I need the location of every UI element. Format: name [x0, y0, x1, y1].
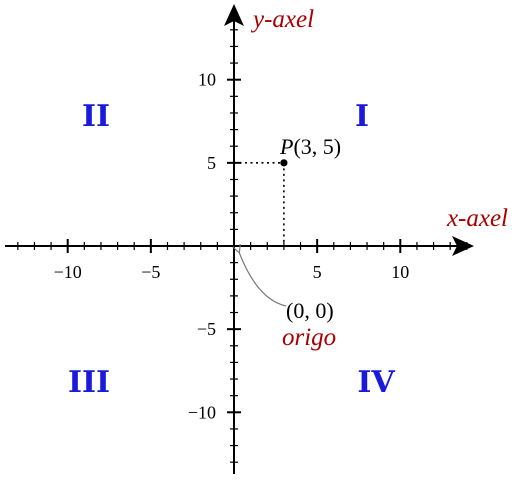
- origin-label: origo: [282, 324, 336, 351]
- point-p-label: P(3, 5): [279, 134, 341, 159]
- point-p-coords: (3, 5): [293, 134, 341, 159]
- x-tick-label: 10: [391, 262, 409, 282]
- y-axis-label: y-axel: [250, 6, 314, 33]
- quadrant-iv-label: IV: [357, 365, 395, 400]
- x-tick-label: 5: [313, 262, 322, 282]
- y-tick-label: 5: [207, 153, 216, 173]
- x-axis-label: x-axel: [446, 205, 508, 232]
- x-tick-labels: −10 −5 5 10: [54, 262, 410, 282]
- y-tick-labels: 10 5 −5 −10: [188, 70, 216, 423]
- x-tick-label: −5: [141, 262, 160, 282]
- quadrant-iii-label: III: [68, 365, 110, 400]
- minor-ticks: [17, 12, 468, 463]
- y-axis-arrowhead: [224, 4, 244, 26]
- x-tick-label: −10: [54, 262, 82, 282]
- y-tick-label: 10: [198, 70, 216, 90]
- point-p-marker: [280, 159, 288, 167]
- origin-pointer-arrow: [239, 252, 287, 307]
- quadrant-i-label: I: [355, 99, 369, 134]
- point-p-name: P: [279, 134, 293, 159]
- quadrant-ii-label: II: [82, 99, 110, 134]
- y-tick-label: −10: [188, 402, 216, 422]
- origin-coords-label: (0, 0): [286, 298, 334, 323]
- x-axis-arrowhead: [452, 236, 474, 256]
- y-tick-label: −5: [197, 319, 216, 339]
